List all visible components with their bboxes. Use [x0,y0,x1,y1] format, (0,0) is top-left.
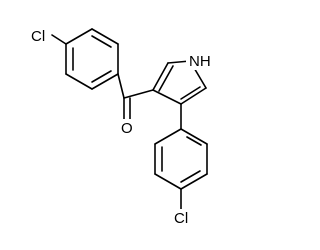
bond-ring2-double-b [180,170,201,183]
bond-pyrrole-1 [152,62,169,91]
chlorine-label-bottom: Cl [174,210,188,227]
bond-ring1-double-a [91,35,112,48]
bond-ring1-to-chlorine [51,34,67,45]
chlorine-label-top: Cl [31,28,45,45]
bond-ring1-1 [65,28,93,45]
bond-carbonyl-to-pyrrole [123,89,154,99]
atom-nh: NH [186,52,216,70]
chemical-structure-diagram: Cl O NH Cl [28,27,216,228]
lower-chlorophenyl-ring [154,128,208,190]
bond-pyrrole-4-double [180,86,201,100]
upper-chlorophenyl-ring [65,28,119,90]
nh-label: NH [189,53,211,70]
bond-ring1-4 [91,73,119,90]
bond-ring1-5 [65,73,93,90]
bond-ring1-double-b [91,70,112,83]
bond-ring1-2 [91,28,119,45]
bond-ring2-4 [154,173,182,190]
bond-pyrrole-1-double [158,65,174,92]
bond-ring1-to-carbonyl [117,73,125,99]
atom-oxygen: O [117,119,135,138]
bond-ring2-3 [180,173,208,190]
bond-pyrrole-4 [180,87,207,105]
bond-ring2-1 [180,128,208,145]
atom-cl-bottom: Cl [171,209,195,228]
bond-ring2-double-a [186,136,202,146]
atom-cl-top: Cl [28,27,50,45]
bond-ring2-6 [154,128,182,145]
oxygen-label: O [121,120,133,137]
bond-pyrrole-5 [152,89,182,105]
